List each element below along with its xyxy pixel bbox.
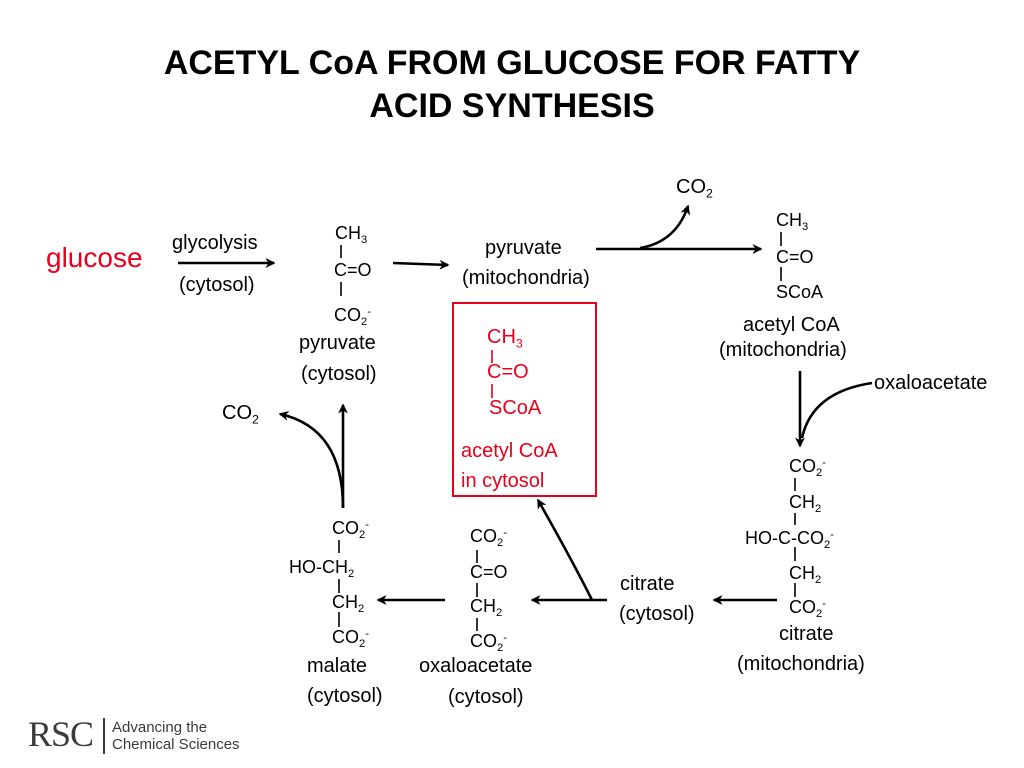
co2-top: CO2 [676, 176, 713, 201]
arrow-citrate-to-acetylcoa-cytosol [536, 498, 594, 601]
citrate-mito-center: HO-C-CO2- [745, 528, 834, 551]
rsc-logo-tagline-line-2: Chemical Sciences [112, 736, 240, 753]
pyruvate-cytosol-location: (cytosol) [301, 363, 377, 385]
oxaloacetate-mito-label: oxaloacetate [874, 372, 988, 394]
glucose-label: glucose [46, 242, 143, 273]
oxaloacetate-cytosol-location: (cytosol) [448, 686, 524, 708]
arrow-co2-release-left [278, 410, 345, 509]
page-title-line-2: ACID SYNTHESIS [369, 87, 655, 125]
malate-top-carboxylate: CO2- [332, 518, 369, 541]
acetylcoa-mito-scoa: SCoA [776, 282, 824, 302]
page-title-line-1: ACETYL CoA FROM GLUCOSE FOR FATTY [163, 44, 861, 82]
malate-ch2: CH2 [332, 592, 365, 615]
acetylcoa-mito-name: acetyl CoA [743, 314, 840, 336]
acetylcoa-cytosol-carbonyl: C=O [487, 361, 529, 383]
oxaloacetate-cytosol-name: oxaloacetate [419, 655, 533, 677]
malate-bottom-carboxylate: CO2- [332, 627, 369, 650]
acetylcoa-mito-location: (mitochondria) [719, 339, 847, 361]
pyruvate-mito-name: pyruvate [485, 237, 562, 259]
pyruvate-cytosol-carboxylate: CO2- [334, 305, 371, 328]
rsc-logo-tagline-line-1: Advancing the [112, 719, 208, 736]
rsc-logo-tagline: Advancing the Chemical Sciences [112, 719, 240, 753]
arrow-oxaloacetate-joins [800, 381, 873, 439]
page-title: ACETYL CoA FROM GLUCOSE FOR FATTY ACID S… [0, 42, 1024, 128]
citrate-mito-location: (mitochondria) [737, 653, 865, 675]
acetylcoa-mito-carbonyl: C=O [776, 247, 814, 267]
arrow-co2-release-top [639, 204, 691, 250]
acetylcoa-cytosol-location: in cytosol [461, 470, 545, 492]
malate-location: (cytosol) [307, 685, 383, 707]
citrate-mito-name: citrate [779, 623, 834, 645]
oxaloacetate-cytosol-bottom-carboxylate: CO2- [470, 631, 507, 654]
pyruvate-mito-location: (mitochondria) [462, 267, 590, 289]
rsc-logo-divider [103, 718, 105, 754]
citrate-cytosol-location: (cytosol) [619, 603, 695, 625]
oxaloacetate-cytosol-carbonyl: C=O [470, 562, 508, 582]
bond-lines [338, 232, 796, 631]
glycolysis-location: (cytosol) [179, 274, 255, 296]
pyruvate-cytosol-name: pyruvate [299, 332, 376, 354]
citrate-mito-upper-ch2: CH2 [789, 492, 822, 515]
acetylcoa-mito-ch3: CH3 [776, 210, 809, 233]
rsc-logo-mark: RSC [28, 714, 94, 754]
pyruvate-cytosol-carbonyl: C=O [334, 260, 372, 280]
acetylcoa-cytosol-ch3: CH3 [487, 326, 523, 351]
acetylcoa-cytosol-scoa: SCoA [489, 397, 542, 419]
glycolysis-label: glycolysis [172, 232, 258, 254]
acetylcoa-cytosol-box [452, 302, 597, 497]
citrate-mito-top-carboxylate: CO2- [789, 456, 826, 479]
oxaloacetate-cytosol-top-carboxylate: CO2- [470, 526, 507, 549]
co2-left: CO2 [222, 402, 259, 427]
arrow-pyruvate-cytosol-to-mito [392, 259, 450, 270]
malate-name: malate [307, 655, 368, 677]
acetylcoa-cytosol-name: acetyl CoA [461, 440, 558, 462]
citrate-mito-lower-ch2: CH2 [789, 563, 822, 586]
pyruvate-cytosol-ch3: CH3 [335, 223, 368, 246]
oxaloacetate-cytosol-ch2: CH2 [470, 596, 503, 619]
malate-hydroxyl-ch2: HO-CH2 [289, 557, 355, 580]
citrate-mito-bottom-carboxylate: CO2- [789, 597, 826, 620]
citrate-cytosol-name: citrate [620, 573, 675, 595]
